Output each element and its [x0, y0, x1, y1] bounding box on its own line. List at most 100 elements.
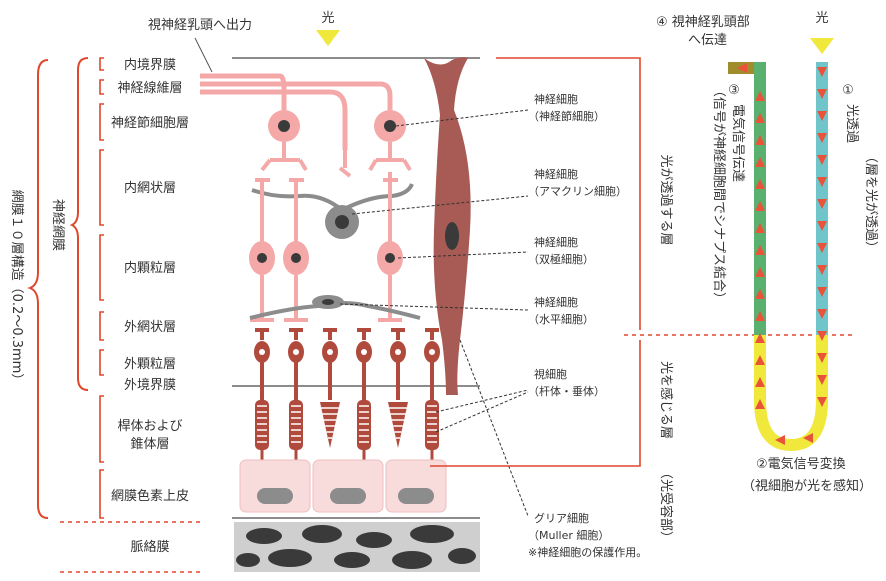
ganglion-cells: [260, 110, 412, 178]
flow-arrow-icon: [755, 179, 765, 189]
flow-arrow-icon: [755, 311, 765, 321]
layer-outer-nuclear: 外顆粒層: [124, 357, 176, 372]
flow-arrow-icon: [737, 63, 747, 73]
layer-ganglion-cell: 神経節細胞層: [111, 116, 189, 131]
horizontal-label-1: 神経細胞: [534, 295, 578, 309]
light-triangle-icon: [316, 30, 340, 46]
flow-arrows: [737, 63, 827, 445]
glia-label-3: ※神経細胞の保護作用。: [528, 545, 647, 559]
flow-arrow-icon: [817, 397, 827, 407]
nerve-fibers: [200, 73, 393, 150]
flow-arrow-icon: [817, 265, 827, 275]
flow-arrow-icon: [755, 355, 765, 365]
layer-labels: 内境界膜 神経線維層 神経節細胞層 内網状層 内顆粒層 外網状層 外顆粒層 外境…: [111, 57, 189, 555]
neural-retina-label: 神経網膜: [50, 199, 65, 251]
glia-label-2: （Muller 細胞）: [528, 529, 609, 542]
ganglion-label-1: 神経細胞: [534, 92, 578, 106]
step3-sub: （信号が神経細胞間でシナプス結合）: [711, 84, 726, 305]
retina-10-layer-label: 網膜１０層構造（0.2～0.3mm）: [9, 190, 24, 387]
flow-arrow-icon: [817, 287, 827, 297]
layer-nerve-fiber: 神経線維層: [117, 80, 182, 96]
retinal-pigment-epithelium: [239, 459, 447, 513]
rod-cell: [254, 328, 270, 470]
glia-label-1: グリア細胞: [534, 511, 589, 525]
step2-sub: （視細胞が光を感知）: [742, 478, 872, 494]
photoreceptor-label-1: 視細胞: [534, 367, 567, 381]
flow-arrow-icon: [817, 221, 827, 231]
flow-arrow-icon: [755, 223, 765, 233]
retina-10-layer-bracket: [27, 59, 49, 519]
callout-leaders: [339, 109, 529, 517]
bipolar-label-2: （双極細胞）: [528, 252, 594, 266]
layer-inner-nuclear: 内顆粒層: [124, 260, 176, 276]
amacrine-cell: [251, 183, 414, 239]
flow-arrow-icon: [755, 201, 765, 211]
layer-rods-cones-2: 錐体層: [130, 437, 169, 452]
light-label: 光: [321, 11, 334, 26]
flow-arrow-icon: [817, 89, 827, 99]
step2-label: ②電気信号変換: [756, 456, 846, 472]
step3-num: ③: [728, 83, 740, 98]
flow-arrow-icon: [755, 333, 765, 343]
flow-arrow-icon: [817, 199, 827, 209]
flow-arrow-icon: [775, 435, 785, 445]
flow-arrow-icon: [755, 399, 765, 409]
bipolar-label-1: 神経細胞: [534, 235, 578, 249]
photoreceptor-cells: [254, 328, 440, 470]
light-sense-label: 光を感じる層: [658, 361, 674, 439]
light-sense-sub-label: （光受容部）: [658, 466, 674, 544]
flow-arrow-icon: [817, 243, 827, 253]
layer-outer-limiting-membrane: 外境界膜: [124, 378, 176, 393]
layer-outer-plexiform: 外網状層: [124, 320, 176, 335]
rod-cell: [356, 328, 372, 470]
step1-sub: （層を光が透過）: [863, 150, 878, 254]
flow-arrow-icon: [817, 353, 827, 363]
photoreceptor-label-2: （杆体・垂体）: [528, 384, 605, 398]
flow-arrow-icon: [817, 67, 827, 77]
step3-label: 電気信号伝達: [730, 104, 746, 182]
flow-arrow-icon: [817, 375, 827, 385]
step1-label: 光透過: [844, 104, 859, 143]
muller-glia-cell: [424, 57, 471, 395]
light-label-right: 光: [815, 11, 828, 26]
layer-inner-plexiform: 内網状層: [124, 180, 176, 196]
layer-rpe: 網膜色素上皮: [111, 488, 189, 504]
light-triangle-right-icon: [810, 38, 834, 54]
flow-arrow-icon: [755, 377, 765, 387]
step4-line1: ④ 視神経乳頭部: [656, 15, 750, 30]
amacrine-label-2: （アマクリン細胞）: [528, 185, 627, 198]
amacrine-label-1: 神経細胞: [534, 167, 578, 181]
layer-choroid: 脈絡膜: [130, 539, 169, 555]
flow-arrow-icon: [817, 331, 827, 341]
cone-cell: [388, 328, 408, 448]
output-pointer: [194, 37, 213, 73]
layer-brackets: [99, 57, 104, 519]
signal-flow-u: [754, 62, 828, 452]
rod-cell: [424, 328, 440, 470]
rod-cell: [288, 328, 304, 470]
step1-num: ①: [842, 83, 854, 98]
output-to-optic-disc-label: 視神経乳頭へ出力: [148, 18, 252, 33]
layer-rods-cones-1: 桿体および: [117, 419, 182, 434]
light-transmit-label: 光が透過する層: [658, 154, 673, 245]
flow-arrow-icon: [803, 433, 813, 443]
right-brackets: [430, 57, 641, 467]
flow-arrow-icon: [817, 111, 827, 121]
callout-labels: 神経細胞 （神経節細胞） 神経細胞 （アマクリン細胞） 神経細胞 （双極細胞） …: [528, 92, 647, 559]
flow-arrow-icon: [755, 289, 765, 299]
flow-arrow-icon: [755, 267, 765, 277]
flow-arrow-icon: [755, 91, 765, 101]
flow-arrow-icon: [755, 245, 765, 255]
horizontal-label-2: （水平細胞）: [528, 313, 594, 326]
flow-arrow-icon: [817, 309, 827, 319]
flow-arrow-icon: [817, 155, 827, 165]
flow-arrow-icon: [817, 177, 827, 187]
bipolar-cells: [249, 172, 403, 322]
flow-arrow-icon: [755, 157, 765, 167]
horizontal-cell: [249, 295, 421, 320]
step4-line2: へ伝達: [688, 33, 727, 48]
flow-arrow-icon: [817, 133, 827, 143]
cone-cell: [320, 328, 340, 448]
flow-arrow-icon: [755, 135, 765, 145]
